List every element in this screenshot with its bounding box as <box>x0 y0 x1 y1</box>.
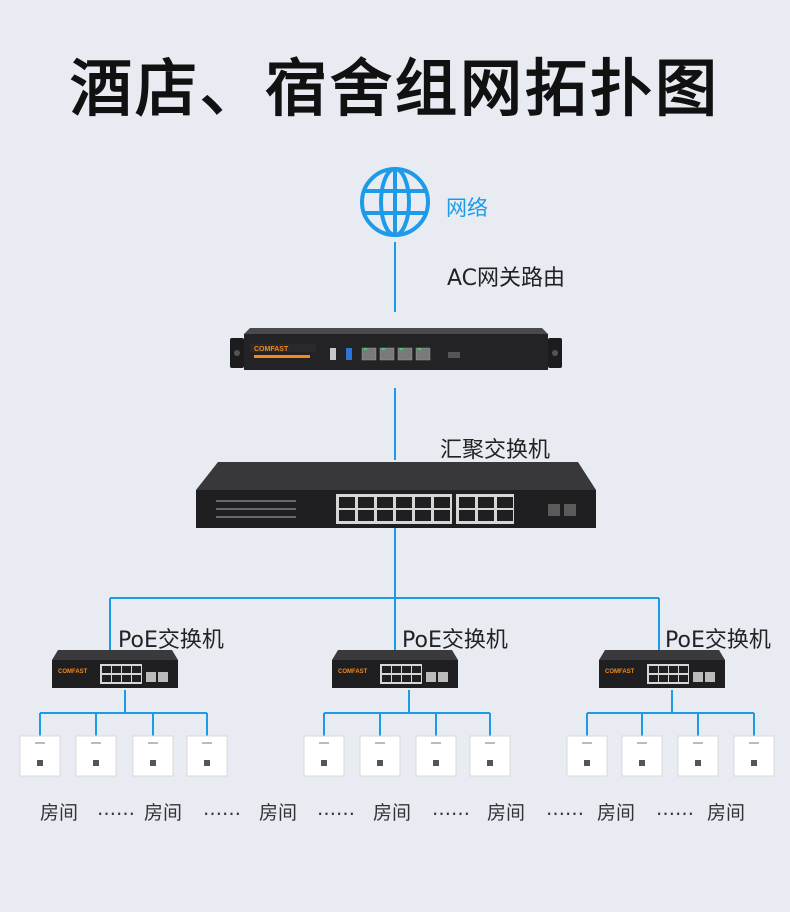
room-label: 房间 <box>259 802 298 824</box>
poe-switch-1-label: PoE交换机 <box>118 628 224 653</box>
access-point <box>566 735 608 777</box>
access-point <box>733 735 775 777</box>
access-point <box>186 735 228 777</box>
access-point <box>303 735 345 777</box>
poe-switch-2-label: PoE交换机 <box>402 628 508 653</box>
globe-icon <box>360 167 430 237</box>
room-label: 房间 <box>144 802 183 824</box>
access-point <box>19 735 61 777</box>
access-point <box>621 735 663 777</box>
room-label: 房间 <box>707 802 746 824</box>
access-point <box>469 735 511 777</box>
svg-text:COMFAST: COMFAST <box>58 669 88 675</box>
room-ellipsis: …… <box>97 798 135 820</box>
poe-switch-3-label: PoE交换机 <box>665 628 771 653</box>
core-aggregation-switch <box>196 462 596 528</box>
page-title: 酒店、宿舍组网拓扑图 <box>69 52 720 125</box>
room-ellipsis: …… <box>546 798 584 820</box>
access-point <box>132 735 174 777</box>
svg-text:COMFAST: COMFAST <box>605 669 635 675</box>
gateway-label: AC网关路由 <box>447 266 566 291</box>
room-label: 房间 <box>40 802 79 824</box>
room-ellipsis: …… <box>656 798 694 820</box>
network-label: 网络 <box>446 196 488 220</box>
room-label: 房间 <box>373 802 412 824</box>
svg-text:COMFAST: COMFAST <box>338 669 368 675</box>
room-label: 房间 <box>597 802 636 824</box>
access-point <box>359 735 401 777</box>
room-ellipsis: …… <box>432 798 470 820</box>
svg-text:COMFAST: COMFAST <box>254 346 289 353</box>
room-label: 房间 <box>487 802 526 824</box>
access-point <box>677 735 719 777</box>
poe-switch-3: COMFAST <box>599 650 725 688</box>
ac-gateway-router: COMFAST <box>230 328 562 370</box>
room-ellipsis: …… <box>203 798 241 820</box>
access-point <box>75 735 117 777</box>
core-switch-label: 汇聚交换机 <box>440 438 551 463</box>
poe-switch-2: COMFAST <box>332 650 458 688</box>
room-ellipsis: …… <box>317 798 355 820</box>
access-point <box>415 735 457 777</box>
poe-switch-1: COMFAST <box>52 650 178 688</box>
